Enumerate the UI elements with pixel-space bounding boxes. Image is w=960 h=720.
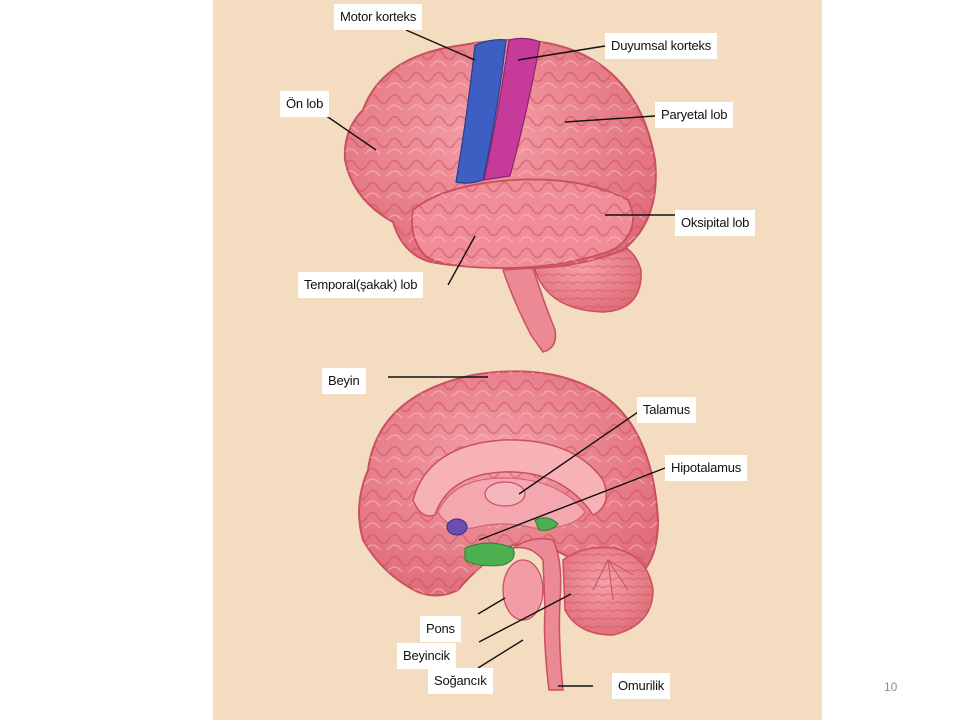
label-oksipital-lob: Oksipital lob [675, 210, 756, 236]
label-sogancik: Soğancık [428, 668, 493, 694]
sagittal-brain-view [358, 370, 660, 691]
motor-cortex-region [455, 38, 507, 184]
label-paryetal-lob: Paryetal lob [655, 102, 734, 128]
label-duyumsal-korteks: Duyumsal korteks [605, 33, 718, 59]
page-number: 10 [884, 680, 898, 694]
lateral-brainstem [501, 267, 557, 353]
thalamus-region [484, 481, 526, 507]
lateral-brain-view [343, 37, 657, 353]
label-talamus: Talamus [637, 397, 697, 423]
pons-region [502, 559, 544, 621]
label-beyincik: Beyincik [397, 643, 456, 669]
label-on-lob: Ön lob [280, 91, 330, 117]
amygdala-region [446, 518, 468, 536]
hypothalamus-region [464, 542, 515, 567]
corpus-callosum [412, 439, 608, 517]
label-pons: Pons [420, 616, 461, 642]
leader-lines [324, 29, 675, 687]
label-temporal-lob: Temporal(şakak) lob [298, 272, 424, 298]
label-hipotalamus: Hipotalamus [665, 455, 748, 481]
label-omurilik: Omurilik [612, 673, 671, 699]
brainstem [512, 537, 564, 691]
label-motor-korteks: Motor korteks [334, 4, 423, 30]
sensory-cortex-region [483, 37, 541, 181]
label-beyin: Beyin [322, 368, 366, 394]
